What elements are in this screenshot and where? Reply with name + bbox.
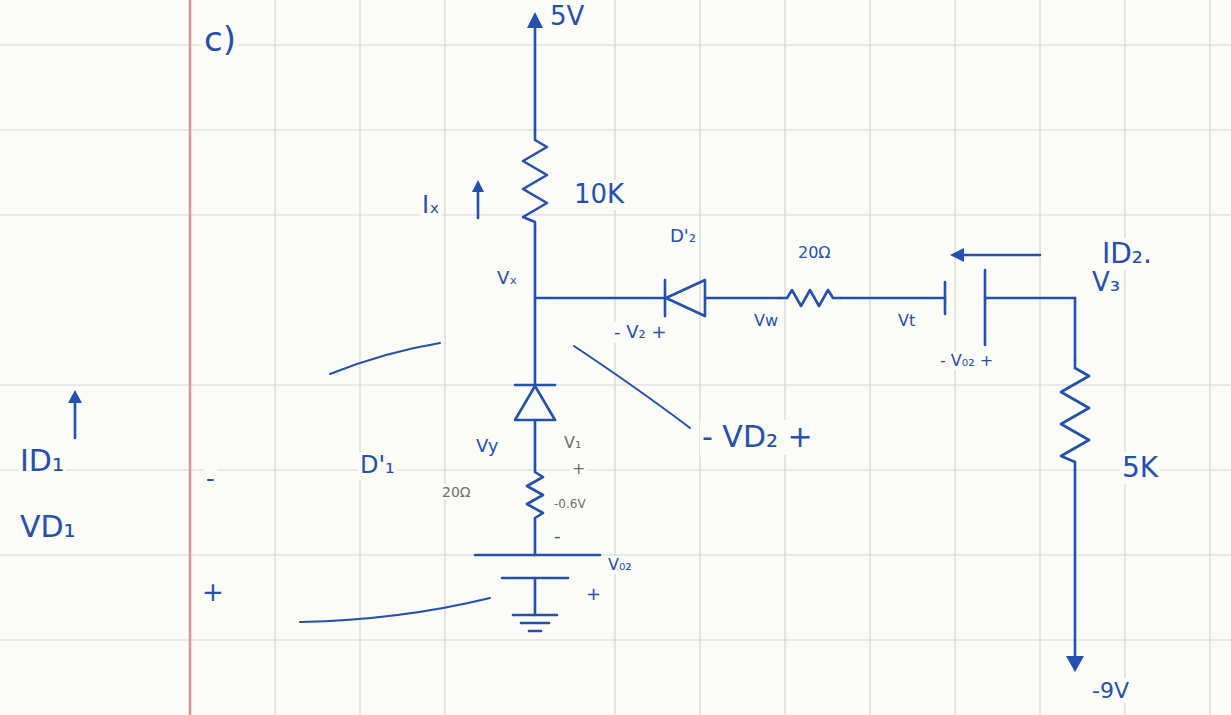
grid-line <box>869 0 870 715</box>
wire <box>1074 470 1077 662</box>
circuit-label: V₃ <box>1090 268 1122 298</box>
arrow-head <box>1066 656 1084 672</box>
circuit-label: D'₂ <box>668 226 698 247</box>
grid-line <box>0 129 1231 130</box>
wire <box>534 230 537 385</box>
circuit-wires <box>75 24 1089 662</box>
circuit-label: ID₁ <box>18 444 66 479</box>
grid-line <box>1124 0 1125 715</box>
circuit-label: - <box>552 526 563 547</box>
circuit-label: VD₁ <box>18 510 78 545</box>
grid-line <box>274 0 275 715</box>
circuit-label: Vy <box>474 436 500 457</box>
circuit-label: - VD₂ + <box>700 420 815 455</box>
circuit-label: Iₓ <box>420 192 442 220</box>
leader-line <box>574 346 690 428</box>
leader-line <box>300 598 490 622</box>
current-arrow <box>74 398 77 438</box>
grid-line <box>699 0 700 715</box>
circuit-label: 10K <box>572 180 626 210</box>
circuit-label: V₁ <box>562 434 583 452</box>
grid-line <box>784 0 785 715</box>
grid-line <box>0 384 1231 385</box>
circuit-label: 5K <box>1120 452 1160 484</box>
arrow-head <box>950 248 964 262</box>
grid-line <box>1039 0 1040 715</box>
circuit-label: D'₁ <box>358 452 397 480</box>
part-heading: c) <box>202 20 238 59</box>
grid-line <box>0 214 1231 215</box>
arrow-head <box>527 12 543 28</box>
wire <box>534 420 537 465</box>
resistor-symbol <box>1061 360 1089 470</box>
circuit-label: + <box>200 578 226 608</box>
circuit-label: - V₂ + <box>612 322 669 343</box>
ground-symbol <box>521 622 549 625</box>
arrow-head <box>472 180 484 192</box>
circuit-label: - V₀₂ + <box>938 352 995 370</box>
arrow-heads <box>68 12 1084 672</box>
arrow-head <box>68 390 82 403</box>
resistor-symbol <box>527 465 543 525</box>
circuit-label: - <box>204 466 217 494</box>
wire <box>534 525 537 555</box>
current-arrow <box>958 254 1040 257</box>
ground-symbol <box>529 630 541 633</box>
wire <box>535 297 665 300</box>
diode-symbol <box>515 386 555 420</box>
ground-symbol <box>513 614 557 617</box>
wire <box>534 24 537 130</box>
circuit-label: + <box>584 584 603 605</box>
circuit-label: + <box>570 460 587 478</box>
wire <box>534 578 537 615</box>
circuit-label: ID₂. <box>1100 238 1154 270</box>
leader-strokes <box>300 343 690 622</box>
grid-line <box>0 44 1231 45</box>
circuit-label: Vw <box>752 312 780 330</box>
resistor-symbol <box>780 290 840 306</box>
circuit-label: -0.6V <box>552 498 588 512</box>
resistor-symbol <box>523 130 547 230</box>
margin-line <box>189 0 192 715</box>
grid-line <box>0 639 1231 640</box>
wire <box>840 297 945 300</box>
wire <box>985 297 1075 300</box>
grid-line <box>0 469 1231 470</box>
circuit-label: 5V <box>548 2 586 32</box>
battery-plate <box>475 554 600 557</box>
leader-line <box>330 343 440 374</box>
battery-plate <box>984 270 987 345</box>
circuit-label: Vₓ <box>495 268 519 289</box>
grid-line <box>359 0 360 715</box>
wire <box>705 297 780 300</box>
wire <box>1074 298 1077 360</box>
grid-line <box>1209 0 1210 715</box>
grid-line <box>614 0 615 715</box>
circuit-label: V₀₂ <box>606 556 634 574</box>
circuit-label: 20Ω <box>796 244 833 262</box>
circuit-label: 20Ω <box>440 484 473 500</box>
battery-plate <box>944 282 947 314</box>
diode-symbol <box>666 280 705 316</box>
circuit-label: Vt <box>896 312 917 330</box>
circuit-label: -9V <box>1090 678 1131 703</box>
